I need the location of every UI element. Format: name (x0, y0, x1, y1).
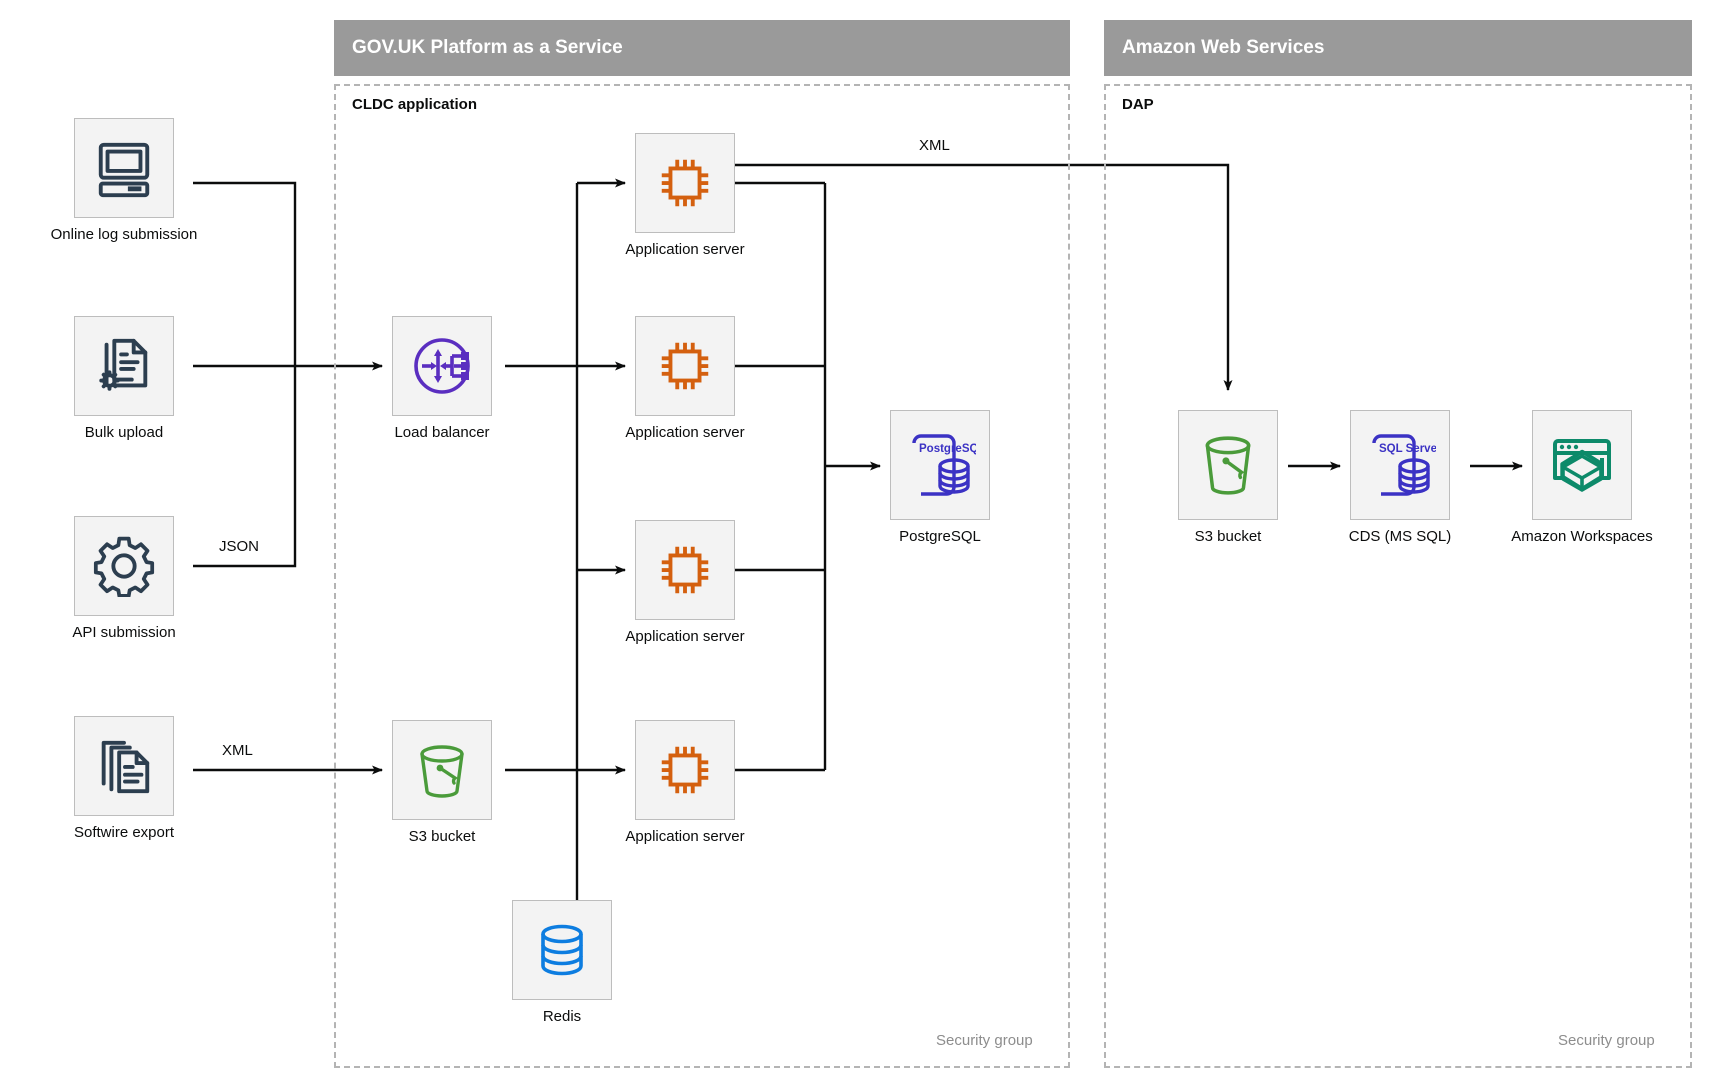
node-api-submission[interactable]: API submission (72, 516, 176, 641)
tile-app-server-1 (635, 133, 735, 233)
tile-softwire-export (74, 716, 174, 816)
node-bulk-upload[interactable]: Bulk upload (74, 316, 174, 441)
tile-redis (512, 900, 612, 1000)
caption-cds-ms-sql: CDS (MS SQL) (1348, 528, 1452, 545)
caption-online-log-submission: Online log submission (50, 226, 198, 243)
caption-app-server-4: Application server (625, 828, 745, 845)
s3-bucket-icon (1205, 436, 1251, 495)
node-load-balancer[interactable]: Load balancer (392, 316, 492, 441)
postgresql-badge-text: PostgreSQL (919, 443, 976, 455)
tile-app-server-4 (635, 720, 735, 820)
caption-app-server-2: Application server (625, 424, 745, 441)
edge-label-json: JSON (215, 538, 264, 555)
node-s3-bucket-aws[interactable]: S3 bucket (1178, 410, 1278, 545)
edge-label-xml-in: XML (218, 742, 257, 759)
node-app-server-4[interactable]: Application server (625, 720, 745, 845)
caption-s3-bucket-paas: S3 bucket (408, 828, 476, 845)
sql-server-badge-text: SQL Server (1379, 443, 1436, 455)
caption-postgresql: PostgreSQL (899, 528, 981, 545)
document-gear-icon (99, 338, 148, 391)
desktop-computer-icon (98, 142, 150, 198)
cpu-chip-icon (661, 546, 709, 594)
tile-amazon-workspaces (1532, 410, 1632, 520)
caption-load-balancer: Load balancer (394, 424, 490, 441)
caption-api-submission: API submission (72, 624, 176, 641)
security-group-label-aws: Security group (1558, 1032, 1655, 1049)
edge-label-xml-out: XML (915, 137, 954, 154)
caption-bulk-upload: Bulk upload (84, 424, 164, 441)
cpu-chip-icon (661, 159, 709, 207)
node-postgresql[interactable]: PostgreSQL PostgreSQL (890, 410, 990, 545)
caption-softwire-export: Softwire export (73, 824, 175, 841)
security-group-label-paas: Security group (936, 1032, 1033, 1049)
tile-postgresql: PostgreSQL (890, 410, 990, 520)
cpu-chip-icon (661, 746, 709, 794)
tile-load-balancer (392, 316, 492, 416)
caption-amazon-workspaces: Amazon Workspaces (1511, 528, 1653, 545)
tile-online-log-submission (74, 118, 174, 218)
load-balancer-icon (414, 338, 470, 394)
security-group-box-aws (1104, 84, 1692, 1068)
node-online-log-submission[interactable]: Online log submission (51, 118, 197, 243)
node-app-server-3[interactable]: Application server (625, 520, 745, 645)
security-group-box-paas (334, 84, 1070, 1068)
tile-bulk-upload (74, 316, 174, 416)
gear-icon (93, 536, 155, 597)
node-redis[interactable]: Redis (512, 900, 612, 1025)
node-cds-ms-sql[interactable]: SQL Server CDS (MS SQL) (1349, 410, 1451, 545)
tile-app-server-3 (635, 520, 735, 620)
caption-s3-bucket-aws: S3 bucket (1194, 528, 1262, 545)
tile-s3-bucket-aws (1178, 410, 1278, 520)
amazon-workspaces-icon (1553, 439, 1611, 492)
group-header-aws: Amazon Web Services (1104, 20, 1692, 76)
redis-database-icon (541, 924, 583, 976)
tile-cds-ms-sql: SQL Server (1350, 410, 1450, 520)
node-amazon-workspaces[interactable]: Amazon Workspaces (1511, 410, 1653, 545)
caption-app-server-1: Application server (625, 241, 745, 258)
node-app-server-1[interactable]: Application server (625, 133, 745, 258)
tile-app-server-2 (635, 316, 735, 416)
caption-app-server-3: Application server (625, 628, 745, 645)
s3-bucket-icon (420, 745, 464, 798)
node-app-server-2[interactable]: Application server (625, 316, 745, 441)
subgroup-title-dap: DAP (1122, 96, 1154, 113)
group-header-paas: GOV.UK Platform as a Service (334, 20, 1070, 76)
sql-server-database-icon: SQL Server (1372, 434, 1436, 496)
postgresql-database-icon: PostgreSQL (912, 434, 976, 496)
node-softwire-export[interactable]: Softwire export (74, 716, 174, 841)
tile-s3-bucket-paas (392, 720, 492, 820)
tile-api-submission (74, 516, 174, 616)
subgroup-title-cldc: CLDC application (352, 96, 478, 113)
cpu-chip-icon (661, 342, 709, 390)
documents-stack-icon (101, 740, 150, 794)
caption-redis: Redis (542, 1008, 582, 1025)
node-s3-bucket-paas[interactable]: S3 bucket (392, 720, 492, 845)
